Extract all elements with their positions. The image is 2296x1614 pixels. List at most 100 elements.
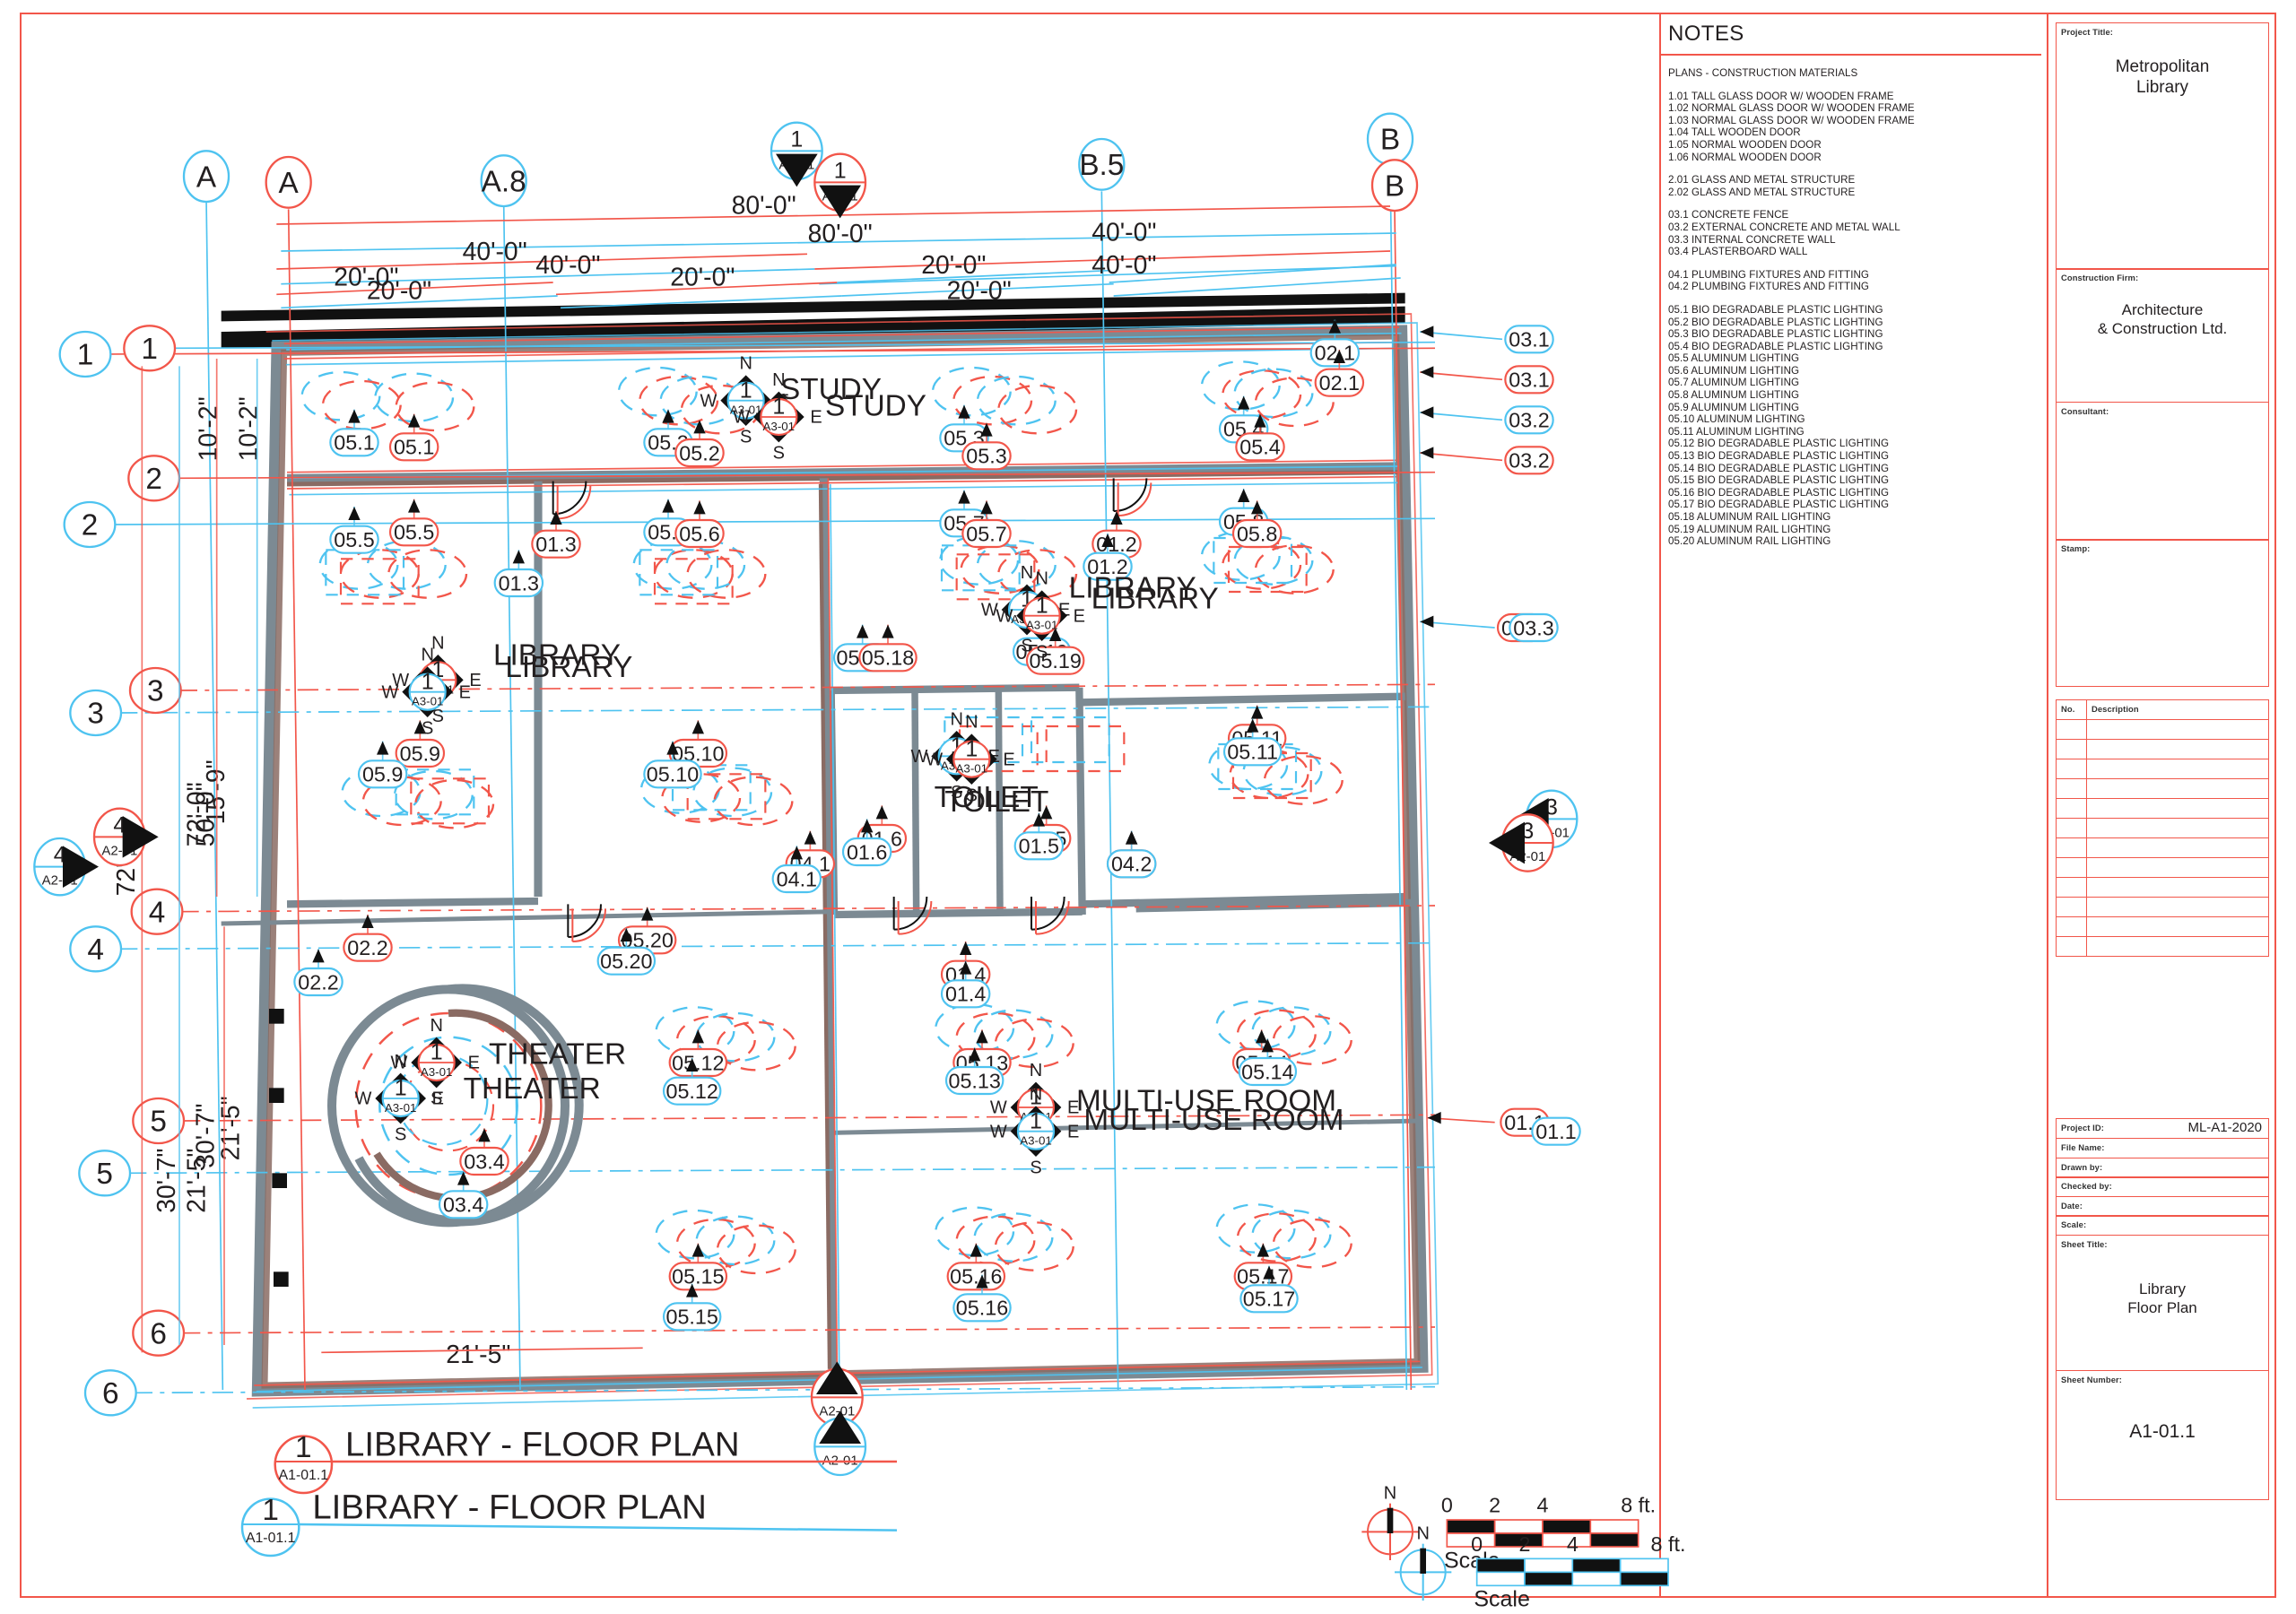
checked-by-label: Checked by: (2061, 1181, 2112, 1192)
revision-row-desc (2087, 898, 2268, 916)
scale-bar-label: Scale (1474, 1587, 1530, 1612)
grid-bubble-left-4-6[interactable] (130, 888, 184, 935)
compass-letter-N: N (1021, 563, 1033, 583)
dimension-line-bottom (321, 1347, 643, 1354)
grid-bubble-left-6-11[interactable] (83, 1369, 137, 1417)
interior-wall-3 (819, 478, 837, 1375)
room-label-0: STUDY (780, 373, 882, 406)
revision-row[interactable] (2057, 819, 2268, 839)
sheet-title-value: Library Floor Plan (2127, 1280, 2197, 1317)
callout-tag-03.2-2[interactable] (1504, 405, 1554, 435)
callout-tag-label: 01.4 (945, 983, 986, 1006)
compass-letter-N: N (394, 1052, 406, 1072)
dimension-text-h-8: 20'-0" (921, 251, 986, 280)
note-line: 05.19 ALUMINUM RAIL LIGHTING (1668, 523, 1831, 535)
tag-leader-arrow-35 (882, 624, 894, 638)
fixture-blue-29 (695, 1215, 776, 1266)
fixture-blue-25 (973, 1009, 1054, 1060)
view-title-bubble[interactable] (240, 1497, 300, 1558)
grid-bubble-top-A-0[interactable] (182, 150, 230, 204)
revision-row[interactable] (2057, 759, 2268, 780)
compass-letter-S: S (432, 707, 444, 726)
fixture-blue-21 (1242, 746, 1323, 796)
callout-tag-03.1-1[interactable] (1504, 365, 1554, 395)
revision-row[interactable] (2057, 937, 2268, 957)
tag-leader-arrow-57 (1261, 1038, 1274, 1053)
grid-bubble-left-6-10[interactable] (132, 1309, 186, 1357)
note-line: 1.02 NORMAL GLASS DOOR W/ WOODEN FRAME (1668, 102, 1915, 115)
grid-line-v-2 (502, 203, 521, 1391)
dimension-text-v-7: 21'-5" (217, 1096, 246, 1160)
room-label-4: LIBRARY (493, 639, 621, 672)
dimension-line-0 (276, 205, 1391, 225)
callout-tag-label: 04.2 (1111, 853, 1152, 876)
tag-leader-arrow-24 (550, 511, 562, 525)
callout-tag-03.2-3[interactable] (1504, 446, 1554, 475)
grid-bubble-top-B-5[interactable] (1370, 159, 1419, 213)
grid-bubble-left-3-5[interactable] (69, 689, 123, 737)
callout-tag-label: 05.9 (400, 742, 440, 765)
interior-wall-9 (833, 907, 1083, 919)
grid-bubble-left-4-7[interactable] (69, 925, 123, 973)
section-arrow-icon (816, 1361, 858, 1394)
grid-bubble-left-2-3[interactable] (63, 500, 117, 549)
north-marker-number: 1 (422, 669, 434, 694)
callout-tag-03.1-0[interactable] (1504, 325, 1554, 354)
revision-row[interactable] (2057, 858, 2268, 879)
callout-tag-label: 01.3 (499, 571, 539, 594)
dimension-line-11 (841, 282, 1114, 297)
compass-letter-S: S (430, 1089, 442, 1109)
callout-tag-01.1-61[interactable] (1531, 1116, 1581, 1146)
note-line: 05.17 BIO DEGRADABLE PLASTIC LIGHTING (1668, 499, 1890, 511)
grid-bubble-label: 3 (147, 675, 164, 708)
callout-tag-label: 03.1 (1509, 328, 1549, 351)
north-marker-number: 1 (965, 736, 978, 761)
grid-bubble-left-1-0[interactable] (58, 330, 112, 378)
tag-leader-arrow-46 (361, 915, 374, 928)
grid-bubble-left-1-1[interactable] (123, 325, 177, 372)
compass-letter-S: S (1021, 637, 1032, 656)
interior-wall-6 (831, 683, 1080, 695)
leader-arrow-2 (1420, 406, 1434, 419)
callout-tag-03.3-5[interactable] (1509, 612, 1559, 643)
grid-line-h-10 (178, 1326, 1436, 1334)
revision-row-desc (2087, 878, 2268, 897)
revision-row[interactable] (2057, 720, 2268, 741)
section-marker-3: 4A2-01 (33, 837, 99, 897)
revision-row[interactable] (2057, 779, 2268, 800)
north-arrow-needle (1387, 1507, 1394, 1533)
revision-row[interactable] (2057, 898, 2268, 918)
furniture-blue-2 (940, 544, 1021, 592)
revision-row[interactable] (2057, 799, 2268, 820)
fixture-red-25 (994, 1018, 1074, 1069)
fixture-blue-12 (939, 535, 1020, 586)
note-line: 2.01 GLASS AND METAL STRUCTURE (1668, 174, 1856, 187)
fixture-blue-15 (1233, 535, 1314, 586)
note-line: 05.20 ALUMINUM RAIL LIGHTING (1668, 535, 1831, 548)
grid-line-h-4 (176, 683, 1436, 691)
revision-row[interactable] (2057, 917, 2268, 938)
theater-arc-inner (373, 1009, 552, 1202)
grid-bubble-top-A-1[interactable] (265, 155, 312, 209)
dimension-text-v-9: 21'-5" (182, 1149, 211, 1213)
grid-bubble-top-A.8-2[interactable] (480, 154, 527, 208)
view-title-bubble[interactable] (274, 1435, 334, 1495)
grid-bubble-left-5-8[interactable] (132, 1097, 186, 1145)
callout-tag-label: 05.2 (679, 441, 719, 464)
revision-row[interactable] (2057, 878, 2268, 898)
grid-bubble-left-5-9[interactable] (78, 1150, 132, 1197)
revision-row[interactable] (2057, 838, 2268, 859)
callout-tag-label: 03.4 (464, 1150, 504, 1173)
note-line: 05.11 ALUMINUM LIGHTING (1668, 425, 1805, 438)
scale-seg-bot-3 (1619, 1571, 1669, 1587)
fixture-red-28 (675, 1218, 756, 1269)
fixture-blue-1 (374, 372, 455, 423)
theater-circle-2 (378, 1036, 518, 1176)
grid-bubble-top-B.5-3[interactable] (1078, 137, 1126, 191)
scale-tick-8 ft.: 8 ft. (1621, 1494, 1656, 1517)
note-line: 1.01 TALL GLASS DOOR W/ WOODEN FRAME (1668, 90, 1894, 102)
note-line: 05.10 ALUMINUM LIGHTING (1668, 413, 1805, 426)
compass-letter-S: S (966, 785, 978, 805)
revision-row[interactable] (2057, 740, 2268, 760)
